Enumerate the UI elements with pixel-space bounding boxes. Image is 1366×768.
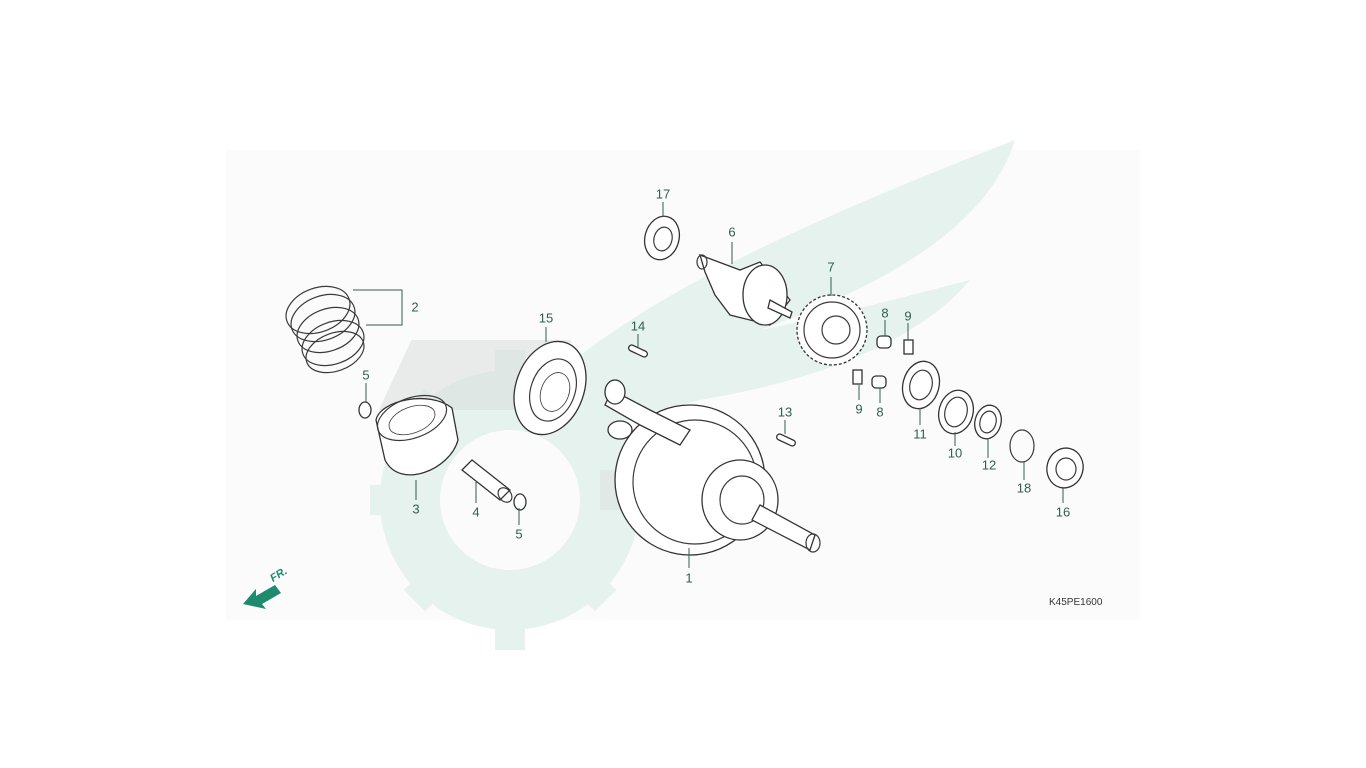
spring-9-lower	[852, 369, 863, 385]
balancer-shaft	[696, 253, 793, 326]
piston-rings	[285, 285, 365, 374]
piston-pin	[461, 459, 513, 503]
callout-15: 15	[538, 310, 554, 326]
piston	[375, 394, 459, 476]
callout-5-lower: 5	[515, 526, 523, 542]
callout-10: 10	[947, 445, 963, 461]
callout-4: 4	[472, 504, 480, 520]
key-13	[776, 433, 796, 447]
collar-8-lower	[871, 375, 887, 389]
leader-lines	[353, 202, 1064, 568]
callout-3: 3	[412, 501, 420, 517]
spring-9-upper	[903, 339, 914, 355]
callout-17: 17	[655, 186, 671, 202]
callout-1: 1	[685, 570, 693, 586]
piston-pin-clip-lower	[513, 493, 527, 511]
callout-14: 14	[630, 318, 646, 334]
callout-11: 11	[913, 426, 927, 442]
callout-16: 16	[1055, 504, 1071, 520]
key-14	[628, 344, 648, 358]
piston-pin-clip-upper	[358, 401, 372, 419]
bearing-16	[1046, 447, 1084, 489]
washer-12	[974, 404, 1002, 440]
washer-11	[901, 360, 941, 410]
callout-12: 12	[981, 457, 997, 473]
circlip-18	[1009, 429, 1035, 463]
crankshaft	[604, 379, 821, 556]
balancer-gear	[796, 294, 868, 366]
bearing-large	[513, 340, 587, 436]
callout-18: 18	[1016, 480, 1032, 496]
callout-5-upper: 5	[362, 367, 370, 383]
callout-8-lower: 8	[876, 404, 884, 420]
callout-6: 6	[728, 224, 736, 240]
callout-13: 13	[777, 404, 793, 420]
collar-8-upper	[876, 335, 892, 349]
callout-9-upper: 9	[904, 308, 912, 324]
callout-2: 2	[411, 299, 419, 315]
bearing-top	[643, 215, 681, 261]
washer-10	[937, 389, 975, 435]
callout-8-upper: 8	[881, 305, 889, 321]
front-direction-arrow	[243, 585, 281, 609]
callout-7: 7	[827, 259, 835, 275]
callout-9-lower: 9	[855, 401, 863, 417]
diagram-code: K45PE1600	[1049, 597, 1103, 608]
